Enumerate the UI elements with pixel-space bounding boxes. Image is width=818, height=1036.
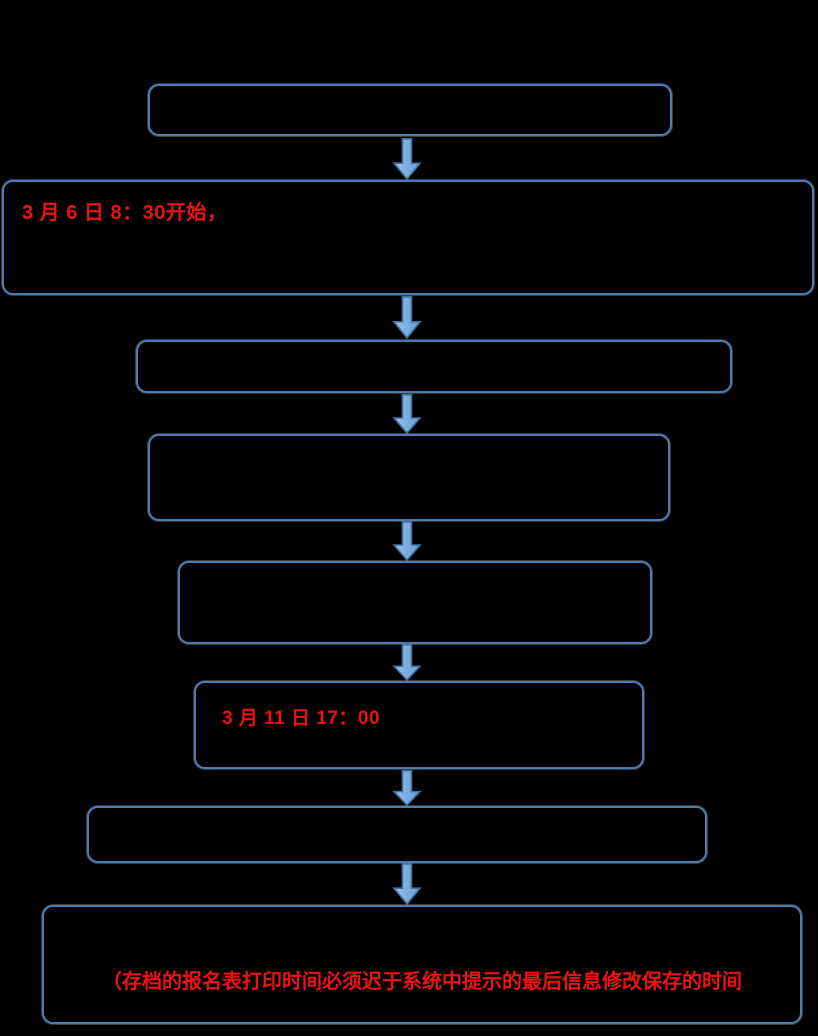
flow-box-step-1: [148, 84, 672, 136]
flow-box-step-8: （存档的报名表打印时间必须迟于系统中提示的最后信息修改保存的时间: [42, 905, 802, 1024]
down-arrow-icon: [392, 863, 422, 905]
flow-box-step-4: [148, 434, 670, 521]
flow-box-step-6: 3 月 11 日 17：00: [194, 681, 644, 769]
flow-box-6-deadline-text: 3 月 11 日 17：00: [222, 708, 381, 729]
down-arrow-icon: [392, 644, 422, 681]
flow-box-step-5: [178, 561, 652, 644]
down-arrow-icon: [392, 394, 422, 434]
down-arrow-icon: [392, 770, 422, 806]
down-arrow-icon: [392, 521, 422, 561]
flow-box-step-3: [136, 340, 732, 393]
flow-box-step-7: [87, 806, 707, 863]
down-arrow-icon: [392, 296, 422, 339]
down-arrow-icon: [392, 138, 422, 180]
flow-box-8-warning-text: （存档的报名表打印时间必须迟于系统中提示的最后信息修改保存的时间: [102, 971, 742, 993]
flow-box-step-2: 3 月 6 日 8：30开始，: [2, 180, 814, 295]
flow-box-2-deadline-text: 3 月 6 日 8：30开始，: [22, 202, 228, 224]
